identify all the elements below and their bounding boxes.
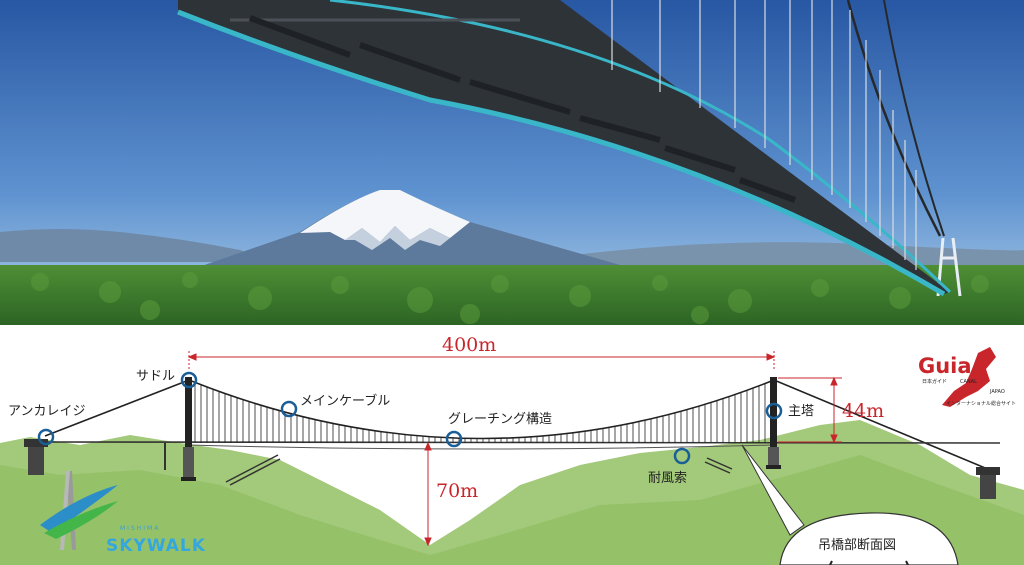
- japan-map-icon: [942, 347, 996, 407]
- forest: [0, 265, 1024, 325]
- mount-fuji: [190, 190, 620, 272]
- guia-subtitle: インターナショナル総合サイト: [946, 400, 1016, 407]
- left-anchor-cable: [44, 379, 190, 437]
- left-anchorage-block: [24, 439, 48, 475]
- grating-label: グレーチング構造: [448, 412, 552, 427]
- left-wind-anchor: [225, 454, 281, 486]
- grating-marker: [445, 430, 463, 448]
- tower-height-label: 44m: [842, 400, 884, 422]
- bridge-deck: [177, 0, 952, 297]
- saddle-label: サドル: [136, 369, 175, 384]
- main-cables: [846, 0, 945, 237]
- cross-section-bracket: [829, 560, 909, 565]
- tower-height-dimension: [778, 376, 842, 444]
- skywalk-brand-line: MISHIMA: [120, 525, 160, 532]
- wind-cable-line: [188, 444, 775, 450]
- span-dimension: [187, 351, 776, 370]
- main-tower-label: 主塔: [788, 404, 814, 419]
- wind-cable-marker: [673, 447, 691, 465]
- right-tower: [766, 377, 781, 469]
- main-cable: [188, 379, 775, 440]
- skywalk-brand-name: SKYWALK: [106, 536, 206, 556]
- hanger-set: [194, 382, 766, 443]
- guia-japao: JAPAO: [989, 389, 1005, 395]
- guia-watermark: Guia 日本ガイド CANAL JAPAO インターナショナル総合サイト: [918, 347, 1016, 407]
- distant-ridge: [0, 229, 270, 262]
- clearance-dimension: [424, 441, 432, 547]
- cross-section-label: 吊橋部断面図: [818, 538, 896, 553]
- main-tower-marker: [765, 402, 783, 420]
- guia-canal: CANAL: [960, 379, 977, 385]
- span-label: 400m: [442, 334, 496, 356]
- skywalk-emblem: [40, 471, 118, 550]
- clearance-label: 70m: [436, 480, 478, 502]
- right-anchorage-block: [976, 467, 1000, 499]
- bridge-photo: [0, 0, 1024, 325]
- main-cable-marker: [280, 400, 298, 418]
- hangers: [611, 0, 917, 270]
- guia-tagline: 日本ガイド: [922, 378, 947, 385]
- wind-cable-label: 耐風索: [648, 471, 687, 486]
- forest-texture: [31, 272, 989, 324]
- anchorage-marker: [37, 428, 55, 446]
- saddle-marker: [180, 371, 198, 389]
- guia-title: Guia: [918, 354, 972, 378]
- anchorage-label: アンカレイジ: [8, 404, 85, 419]
- main-cable-label: メインケーブル: [300, 393, 390, 409]
- deck: [39, 441, 1001, 444]
- skywalk-logo: MISHIMA SKYWALK: [40, 471, 206, 556]
- left-tower: [181, 377, 196, 481]
- right-anchor-cable: [773, 379, 991, 471]
- cross-section-pointer: [741, 444, 805, 536]
- right-wind-anchor: [704, 457, 733, 474]
- cross-section-bubble: [779, 512, 959, 565]
- bridge-diagram: 400m 44m 70m アンカレイジ サドル メインケーブル グレーチング構造…: [0, 325, 1024, 565]
